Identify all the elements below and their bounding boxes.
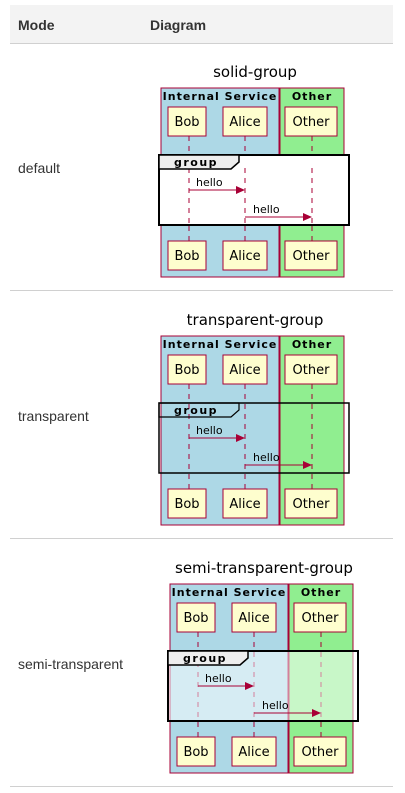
participant-alice-top [222, 354, 268, 385]
arrow-head [312, 709, 321, 717]
participant-bob-label: Bob [174, 249, 199, 264]
participant-alice-top [222, 106, 268, 137]
participant-alice-bottom [222, 488, 268, 519]
message-label: hello [253, 203, 280, 216]
participant-other-label: Other [302, 611, 340, 626]
row-divider [10, 290, 393, 291]
diagram-title: semi-transparent-group [175, 559, 353, 577]
participant-bob-bottom [176, 736, 216, 767]
participant-other-top [284, 354, 338, 385]
participant-bob-label: Bob [183, 745, 208, 760]
mode-cell: semi-transparent [18, 656, 124, 672]
message-label: hello [262, 699, 289, 712]
participant-other-label: Other [293, 249, 331, 264]
box-other-label: Other [292, 338, 332, 351]
table-row: semi-transparent semi-transparent-group … [10, 540, 393, 786]
participant-other-top [284, 106, 338, 137]
message-label: hello [196, 176, 223, 189]
participant-alice-bottom [222, 240, 268, 271]
participant-alice-bottom [231, 736, 277, 767]
message-label: hello [205, 672, 232, 685]
participant-alice-top [231, 602, 277, 633]
participant-bob-label: Bob [174, 115, 199, 130]
sequence-diagram: transparent-group Internal Service Other… [158, 311, 350, 526]
mode-column-header: Mode [18, 17, 55, 33]
participant-other-label: Other [293, 497, 331, 512]
participant-other-bottom [293, 736, 347, 767]
arrow-head [303, 213, 312, 221]
participant-alice-label: Alice [229, 249, 260, 264]
box-internal-label: Internal Service [172, 586, 287, 599]
group-label: group [183, 652, 227, 665]
arrow-head [303, 461, 312, 469]
sequence-diagram: semi-transparent-group Internal Service … [167, 559, 359, 774]
group-tab [158, 402, 240, 418]
participant-other-label: Other [293, 363, 331, 378]
group-tab [158, 154, 240, 170]
arrow-head [236, 186, 245, 194]
arrow-head [245, 682, 254, 690]
row-divider [10, 786, 393, 787]
box-other-label: Other [292, 90, 332, 103]
participant-alice-label: Alice [238, 611, 269, 626]
sequence-diagram: solid-group Internal Service Other Bob A… [158, 63, 350, 278]
table-row: transparent transparent-group Internal S… [10, 292, 393, 538]
group-label: group [174, 404, 218, 417]
participant-bob-label: Bob [174, 363, 199, 378]
group-frame [158, 402, 350, 474]
participant-bob-bottom [167, 488, 207, 519]
participant-alice-label: Alice [229, 497, 260, 512]
box-internal-label: Internal Service [163, 90, 278, 103]
participant-bob-label: Bob [183, 611, 208, 626]
box-other-label: Other [301, 586, 341, 599]
mode-cell: default [18, 160, 61, 176]
participant-other-bottom [284, 240, 338, 271]
diagram-title: transparent-group [187, 311, 324, 329]
group-label: group [174, 156, 218, 169]
diagram-title: solid-group [213, 63, 297, 81]
mode-cell: transparent [18, 408, 89, 424]
participant-bob-top [176, 602, 216, 633]
message-label: hello [253, 451, 280, 464]
participant-other-label: Other [293, 115, 331, 130]
group-tab [167, 650, 249, 666]
table-header: Mode Diagram [10, 5, 393, 44]
participant-alice-label: Alice [238, 745, 269, 760]
diagram-column-header: Diagram [150, 17, 207, 33]
participant-bob-bottom [167, 240, 207, 271]
box-internal-label: Internal Service [163, 338, 278, 351]
participant-alice-label: Alice [229, 115, 260, 130]
participant-other-top [293, 602, 347, 633]
participant-bob-top [167, 354, 207, 385]
participant-other-label: Other [302, 745, 340, 760]
arrow-head [236, 434, 245, 442]
participant-alice-label: Alice [229, 363, 260, 378]
participant-bob-label: Bob [174, 497, 199, 512]
table-row: default solid-group Internal Service Oth… [10, 44, 393, 290]
message-label: hello [196, 424, 223, 437]
row-divider [10, 538, 393, 539]
participant-other-bottom [284, 488, 338, 519]
participant-bob-top [167, 106, 207, 137]
